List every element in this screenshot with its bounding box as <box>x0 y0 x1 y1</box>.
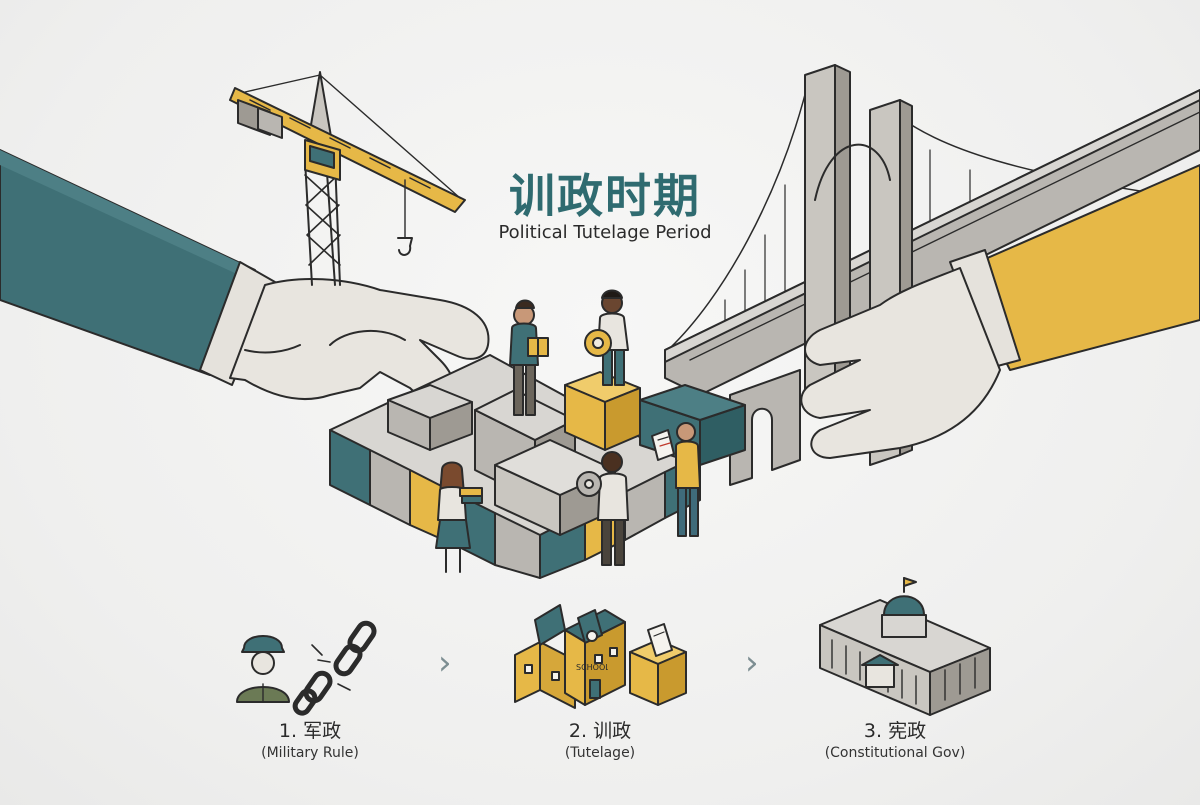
construction-crane <box>229 71 466 286</box>
svg-text:SCHOOL: SCHOOL <box>576 663 608 672</box>
stage-3-sublabel: (Constitutional Gov) <box>824 745 966 761</box>
stage-2-sublabel: (Tutelage) <box>564 745 636 761</box>
stage-3-label: 3. 宪政 (Constitutional Gov) <box>775 716 1015 761</box>
person-man-gear <box>576 451 629 566</box>
page-title: 训政时期 <box>509 169 701 223</box>
left-arm <box>0 149 276 386</box>
broken-chain-icon <box>292 620 377 716</box>
stage-1-label: 1. 军政 (Military Rule) <box>190 716 430 761</box>
person-document <box>651 422 701 537</box>
page-subtitle: Political Tutelage Period <box>498 222 712 243</box>
arrow-1-to-2: › <box>438 643 452 683</box>
school-icon <box>514 604 626 709</box>
stage-2-name: 2. 训政 <box>568 720 632 742</box>
stage-3-name: 3. 宪政 <box>863 720 927 742</box>
left-hand <box>229 278 490 405</box>
stage-2-label: 2. 训政 (Tutelage) <box>480 716 720 761</box>
stage-1-sublabel: (Military Rule) <box>261 745 359 761</box>
person-woman-books <box>435 461 483 573</box>
ballot-box-icon <box>629 623 687 706</box>
school-sign: SCHOOL <box>576 663 608 672</box>
arrow-2-to-3: › <box>745 643 759 683</box>
person-gear <box>584 289 629 386</box>
stage-1-name: 1. 军政 <box>278 720 342 742</box>
person-reading <box>509 299 549 416</box>
right-hand <box>800 267 1001 459</box>
soldier-icon <box>236 635 290 703</box>
capitol-building-icon <box>819 577 991 716</box>
